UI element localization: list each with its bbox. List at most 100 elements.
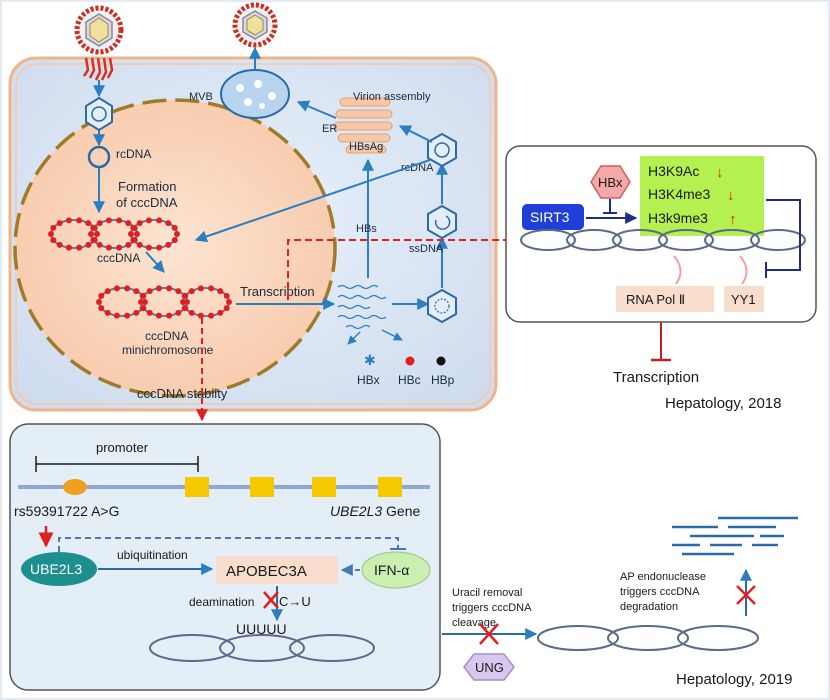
arrow-to-er — [398, 125, 433, 143]
capsid-icon — [85, 96, 113, 132]
histone-dot — [217, 288, 224, 295]
arrow-to-hbx — [347, 331, 361, 345]
histone-dot — [124, 285, 131, 292]
rna-pol-binding-arc — [673, 255, 682, 285]
histone-dot — [146, 309, 153, 316]
histone-dot — [146, 288, 153, 295]
dna-loop — [607, 625, 689, 651]
marks-inhibit-bracket — [766, 199, 801, 271]
histone-dot — [171, 237, 178, 244]
histone-dot — [125, 220, 132, 227]
yy1-binding-arc — [739, 255, 748, 285]
histone-dot — [133, 288, 140, 295]
histone-dot — [145, 217, 152, 224]
hbx-star-icon: ✱ — [364, 352, 376, 368]
histone-dot — [155, 285, 162, 292]
arrow-down-icon: ↓ — [716, 164, 724, 181]
snp-marker — [63, 479, 87, 495]
cleaved-cccdna-chain — [537, 625, 759, 651]
rcdna-capsid-icon — [427, 132, 457, 168]
arrow-to-minichromosome — [145, 251, 165, 273]
histone-dot — [175, 288, 182, 295]
histone-dot — [116, 217, 123, 224]
uracil-removal-label-1: Uracil removal — [452, 587, 522, 599]
histone-dot — [128, 231, 134, 237]
dna-loop — [677, 625, 759, 651]
arrow-recycle-to-cccdna — [194, 159, 431, 243]
histone-dot — [182, 305, 189, 312]
histone-dot — [96, 299, 102, 305]
histone-dot — [50, 237, 57, 244]
histone-dot — [48, 231, 54, 237]
exon-1 — [185, 477, 209, 497]
nucleosome-chain — [520, 229, 806, 251]
mark-h3k9me3: H3k9me3 — [648, 210, 708, 226]
er-label: ER — [322, 123, 337, 135]
hbc-legend-label: HBc — [398, 373, 421, 387]
ifn-alpha-node — [361, 551, 431, 589]
histone-dot — [138, 299, 144, 305]
ap-endonuclease-label-3: degradation — [620, 601, 678, 613]
rcdna-right-label: rcDNA — [401, 162, 434, 174]
ssdna-capsid-icon — [427, 204, 457, 240]
dna-loop — [537, 625, 619, 651]
rcdna-label: rcDNA — [116, 147, 151, 161]
histone-dot — [171, 224, 178, 231]
dna-fragments-icon — [672, 516, 798, 556]
ap-endonuclease-label-1: AP endonuclease — [620, 571, 706, 583]
dna-loop — [750, 229, 806, 251]
rna-pol-box — [616, 286, 714, 312]
histone-dot — [140, 292, 147, 299]
hbx-hexagon — [590, 165, 631, 199]
nucleus — [13, 98, 337, 398]
arrow-to-top-right-panel — [287, 234, 524, 300]
histone-dot — [156, 244, 163, 251]
hbs-label: HBs — [356, 223, 377, 235]
ube2l3-ifn-inhibit-line — [58, 537, 399, 552]
hbp-legend-label: HBp — [431, 373, 455, 387]
histone-dot — [155, 312, 162, 319]
histone-dot — [85, 220, 92, 227]
dna-loop — [219, 634, 305, 662]
cccdna-chain — [48, 217, 180, 251]
degradation-blocked-x-icon — [736, 585, 756, 605]
dna-loop — [658, 229, 714, 251]
histone-dot — [188, 288, 195, 295]
cccdna-uracil-chain — [149, 634, 375, 662]
histone-dot — [125, 241, 132, 248]
ung-label: UNG — [475, 660, 504, 675]
histone-dot — [90, 237, 97, 244]
histone-dot — [136, 220, 143, 227]
histone-dot — [165, 241, 172, 248]
ssdna-icon — [434, 215, 451, 230]
formation-label-2: of cccDNA — [116, 195, 178, 210]
yy1-label: YY1 — [731, 292, 756, 307]
apobec3a-label: APOBEC3A — [226, 563, 307, 580]
histone-dot — [130, 237, 137, 244]
citation-2018: Hepatology, 2018 — [665, 395, 781, 412]
dna-loop — [289, 634, 375, 662]
snp-label: rs59391722 A>G — [14, 503, 119, 519]
ap-endonuclease-label-2: triggers cccDNA — [620, 586, 700, 598]
sirt3-label: SIRT3 — [530, 209, 570, 225]
er-icon — [333, 97, 393, 154]
histone-dot — [98, 305, 105, 312]
histone-dot — [124, 312, 131, 319]
histone-dot — [208, 285, 215, 292]
arrow-to-mvb — [296, 100, 337, 119]
virion-entry-icon — [74, 5, 124, 55]
histone-dot — [223, 292, 230, 299]
rna-pol-label: RNA Pol Ⅱ — [626, 292, 685, 307]
sirt3-box — [522, 204, 584, 230]
histone-dot — [133, 309, 140, 316]
deamination-label: deamination — [189, 595, 254, 609]
histone-dot — [145, 244, 152, 251]
histone-dot — [156, 217, 163, 224]
hbx-legend-label: HBx — [357, 373, 380, 387]
deamination-blocked-x-icon — [263, 591, 279, 609]
mvb-icon — [220, 69, 290, 119]
rcdna-circle-icon — [87, 145, 111, 169]
transcription-label: Transcription — [240, 284, 315, 299]
histone-dot — [98, 292, 105, 299]
